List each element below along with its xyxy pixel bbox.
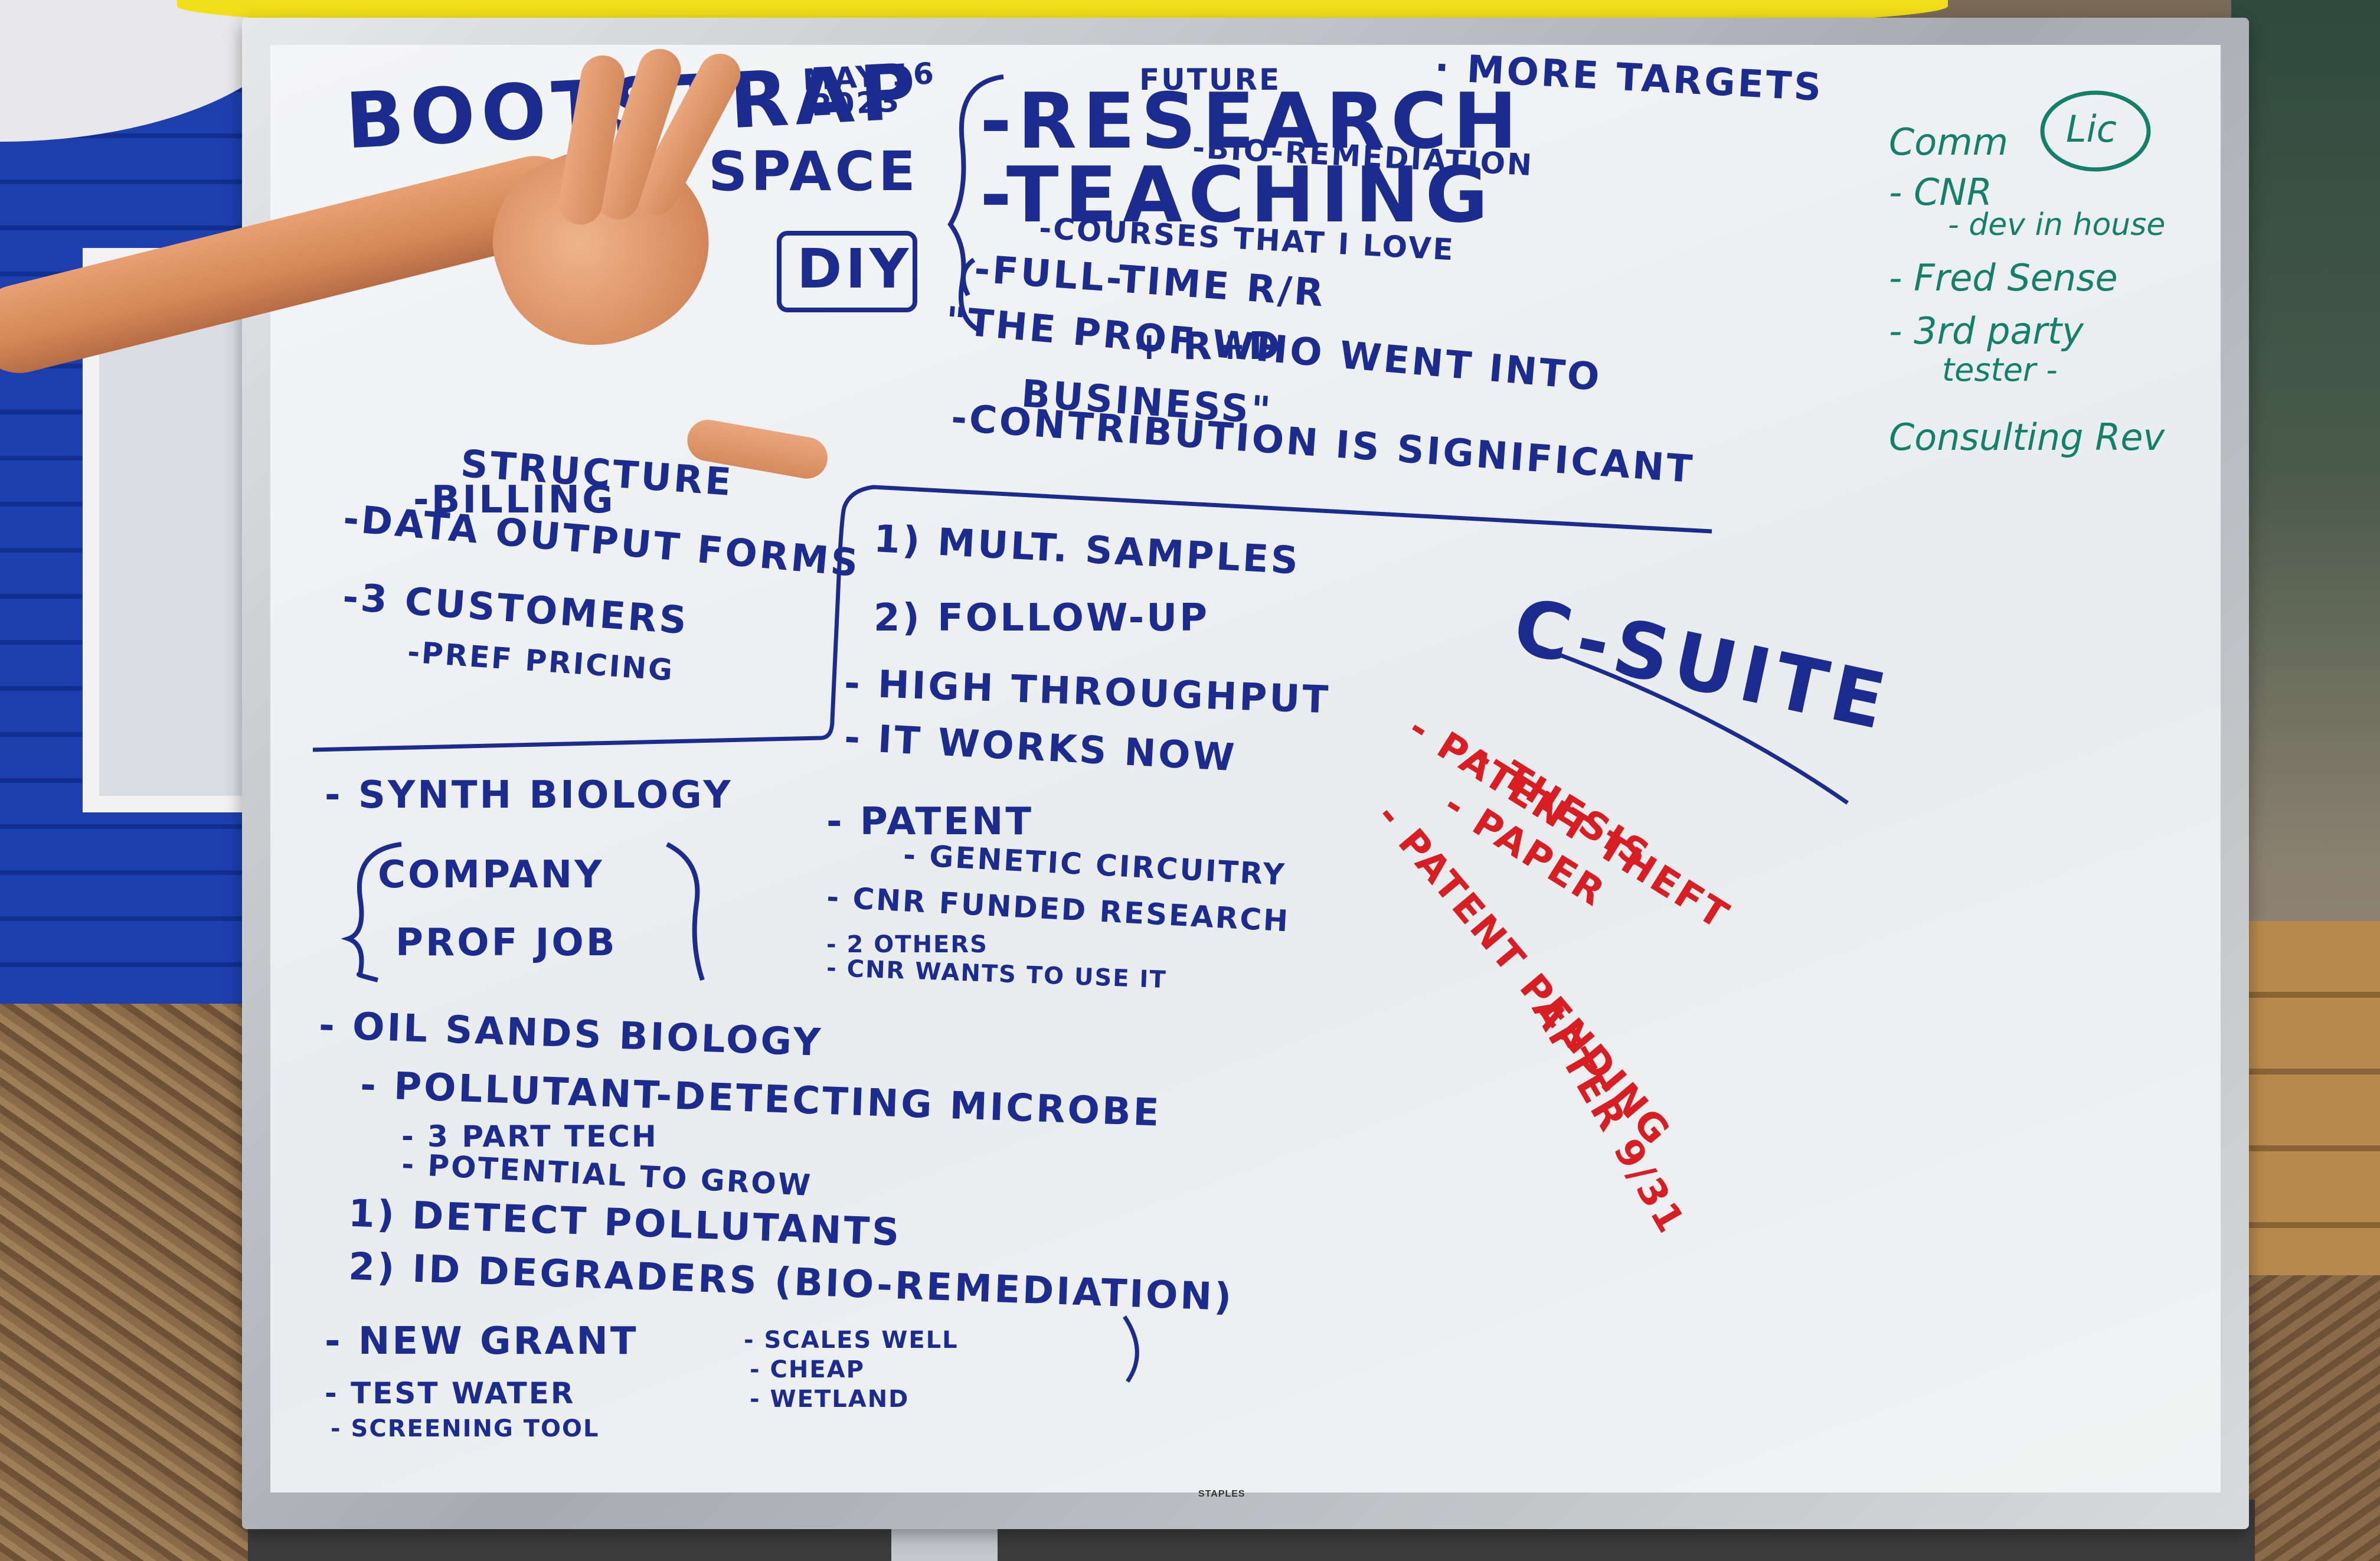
comm-label: Comm bbox=[1889, 120, 2009, 164]
screening-tool-item: - SCREENING TOOL bbox=[331, 1415, 600, 1442]
consulting-rev-item: Consulting Rev bbox=[1889, 416, 2165, 459]
scales-well-item: - SCALES WELL bbox=[744, 1327, 959, 1354]
wetland-item: - WETLAND bbox=[750, 1386, 910, 1413]
mulch-ground-left bbox=[0, 1004, 283, 1561]
test-water-item: - TEST WATER bbox=[325, 1376, 576, 1410]
diy-box-text: DIY bbox=[797, 237, 913, 301]
three-part-item: - 3 PART TECH bbox=[401, 1119, 658, 1154]
synth-biology-item: - SYNTH BIOLOGY bbox=[325, 773, 733, 817]
wooden-planter bbox=[2243, 921, 2380, 1275]
new-grant-item: - NEW GRANT bbox=[325, 1320, 639, 1363]
third-party-line-1: - 3rd party bbox=[1889, 309, 2084, 352]
third-party-line-2: tester - bbox=[1942, 351, 2058, 388]
r-and-d-item: + R+D bbox=[1133, 325, 1282, 368]
fred-sense-item: - Fred Sense bbox=[1889, 256, 2118, 299]
future-label: FUTURE bbox=[1139, 63, 1281, 97]
whiteboard-brand-label: STAPLES bbox=[1198, 1489, 1245, 1499]
bootstrap-billing: -BILLING bbox=[413, 478, 616, 522]
prof-job-item: PROF JOB bbox=[395, 921, 617, 965]
date-line-2: 2023 bbox=[810, 84, 902, 123]
teaching-heading: -TEACHING bbox=[980, 150, 1495, 240]
cheap-item: - CHEAP bbox=[750, 1356, 865, 1383]
research-heading: -RESEARCH bbox=[980, 76, 1524, 166]
patent-item: - PATENT bbox=[826, 800, 1034, 844]
company-item: COMPANY bbox=[378, 853, 604, 897]
cnr-item: - CNR bbox=[1889, 171, 1992, 214]
bootstrap-space-item: SPACE bbox=[708, 140, 919, 203]
follow-up-item: 2) FOLLOW-UP bbox=[874, 596, 1210, 640]
dev-in-house-item: - dev in house bbox=[1948, 207, 2166, 243]
lic-label: Lic bbox=[2066, 107, 2117, 151]
two-others-item: - 2 OTHERS bbox=[826, 931, 988, 958]
